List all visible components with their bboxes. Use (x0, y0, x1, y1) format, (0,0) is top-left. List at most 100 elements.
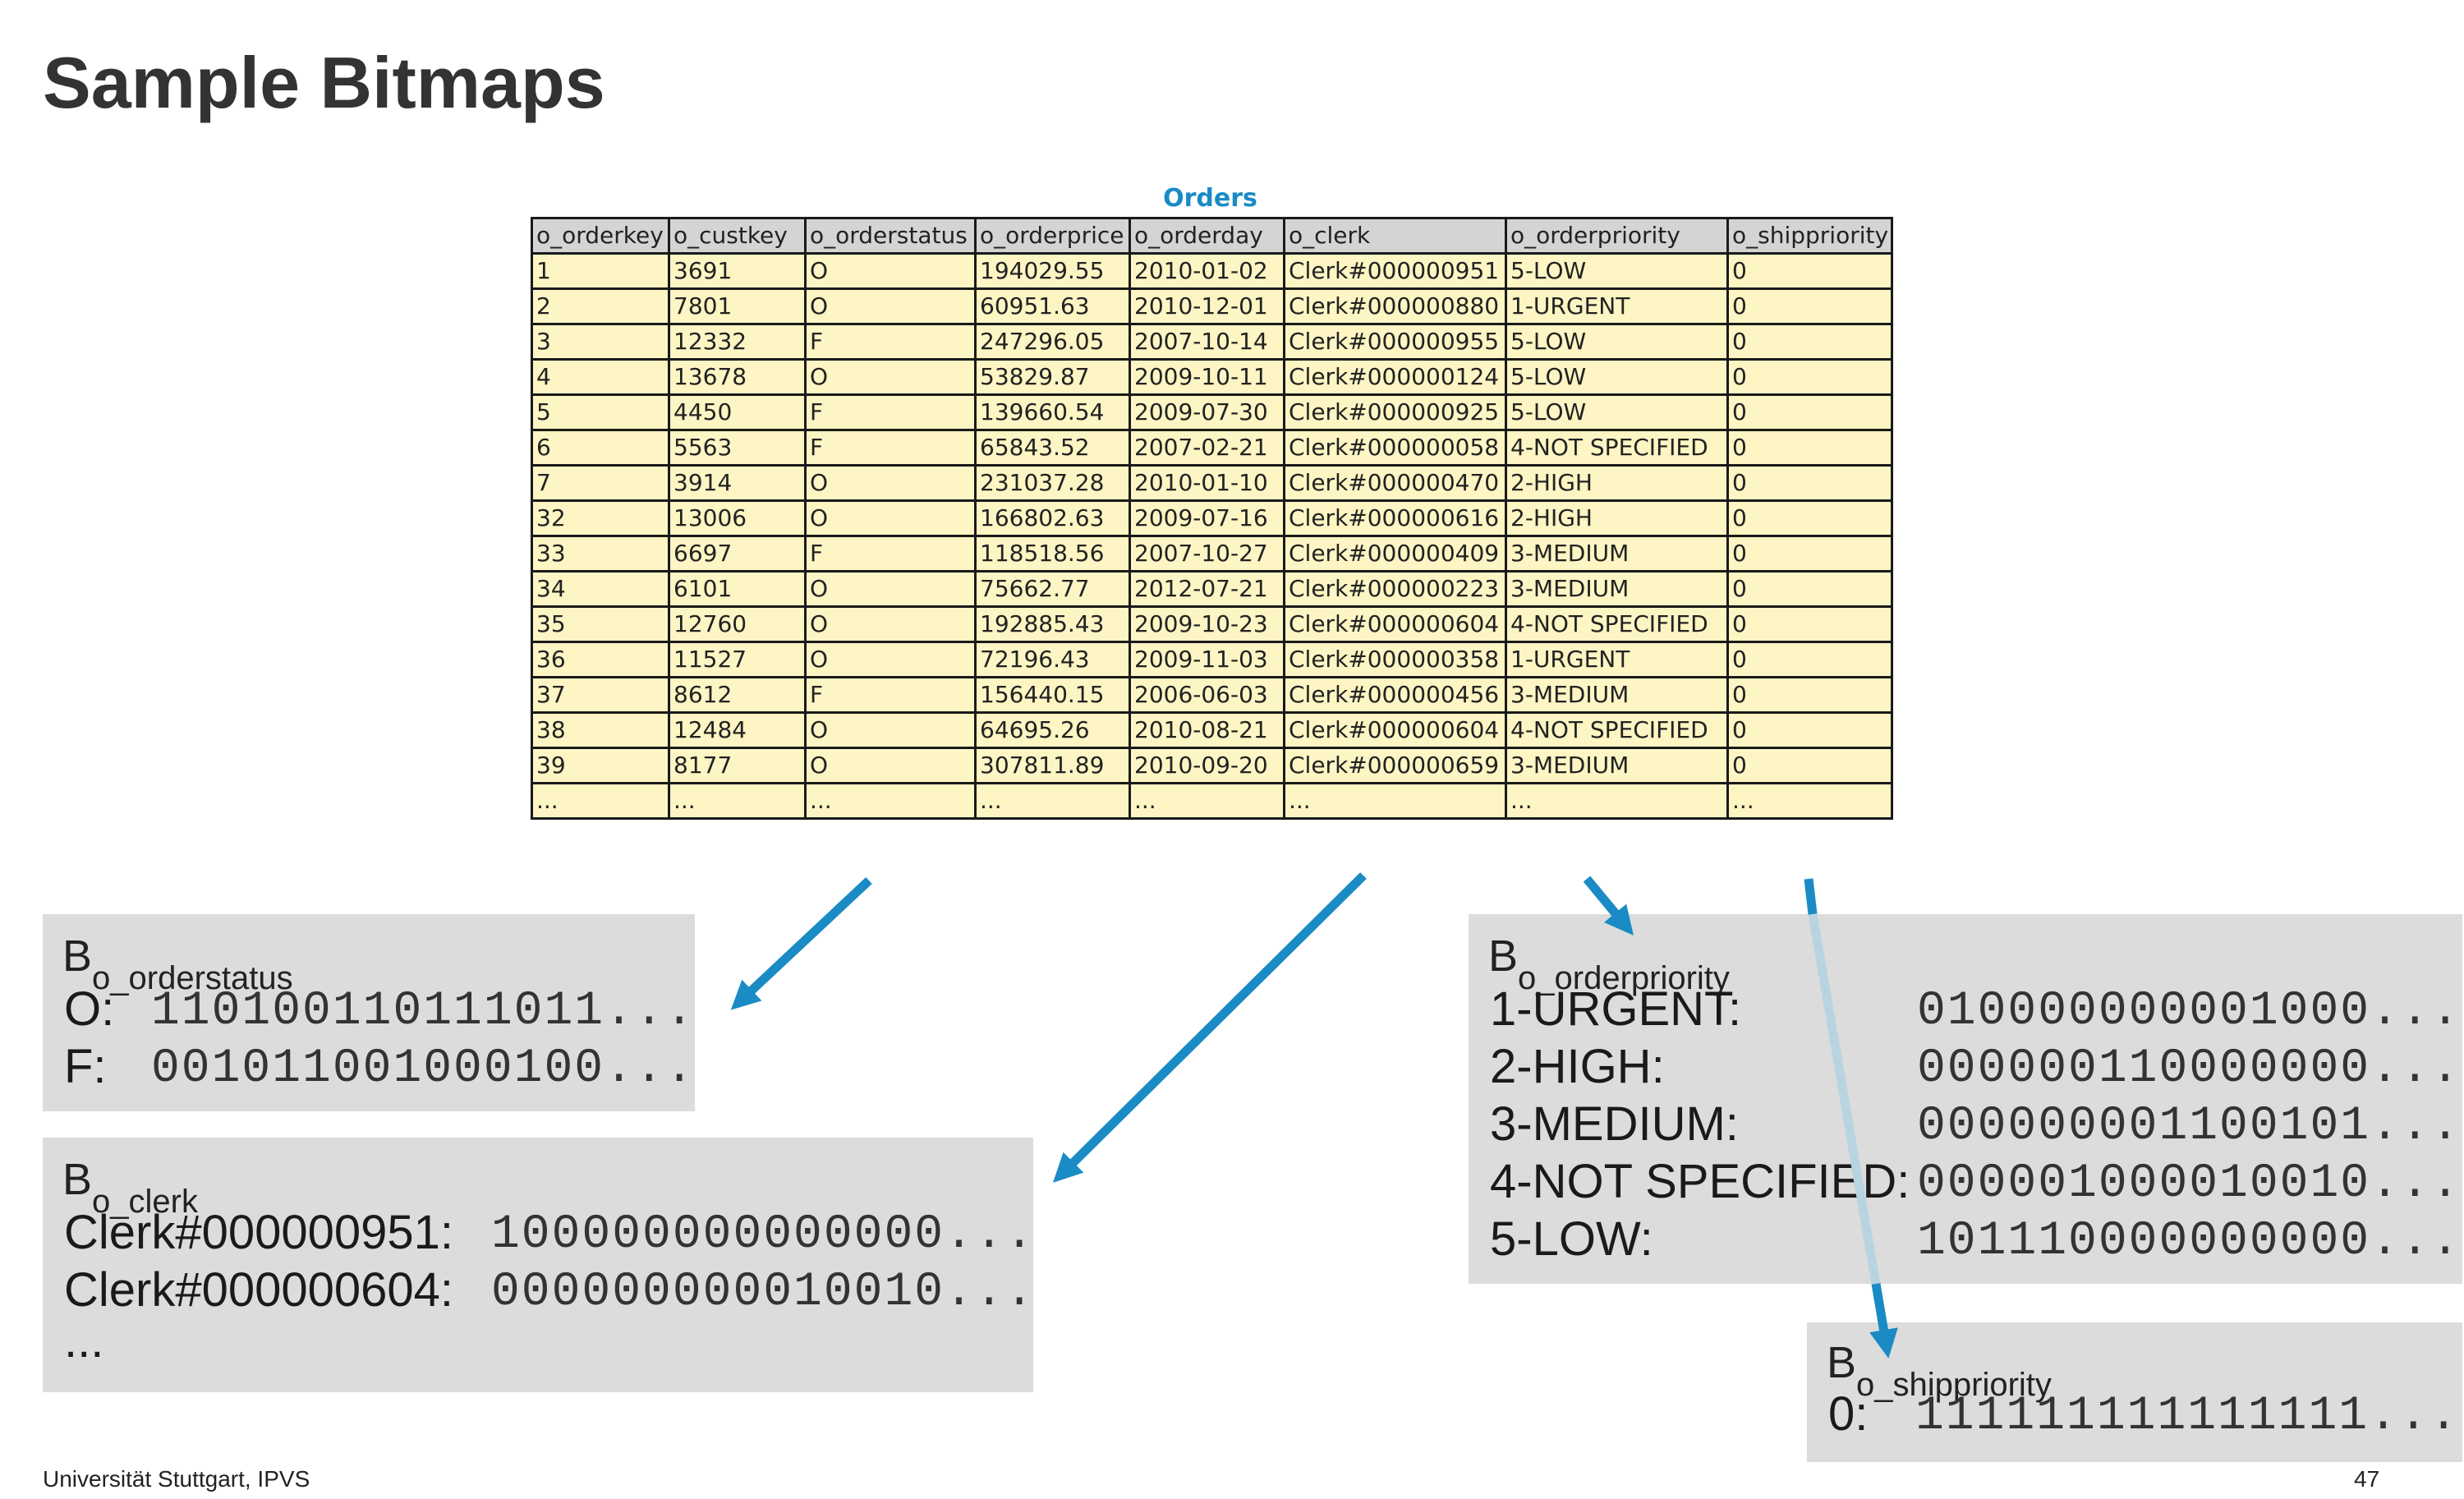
arrow-orderstatus (730, 876, 872, 1010)
table-cell: ... (804, 782, 977, 820)
table-cell: 7801 (668, 287, 807, 325)
table-cell: Clerk#000000470 (1283, 464, 1507, 502)
table-cell: 32 (531, 499, 670, 537)
table-cell: 2009-11-03 (1129, 641, 1285, 678)
table-cell: 0 (1726, 711, 1893, 749)
table-cell: 2009-10-11 (1129, 358, 1285, 396)
table-cell: 2007-10-27 (1129, 535, 1285, 572)
bitmap-label: F: (64, 1040, 107, 1093)
bitmap-bits: 100000000000000... (491, 1208, 1036, 1262)
table-cell: Clerk#000000616 (1283, 499, 1507, 537)
table-cell: 5 (531, 393, 670, 431)
table-cell: 35 (531, 605, 670, 643)
table-cell: 53829.87 (974, 358, 1131, 396)
table-cell: 192885.43 (974, 605, 1131, 643)
table-cell: 1-URGENT (1505, 287, 1729, 325)
table-cell: 0 (1726, 641, 1893, 678)
bitmap-label: 3-MEDIUM: (1490, 1097, 1739, 1151)
table-cell: 13006 (668, 499, 807, 537)
table-caption: Orders (1163, 184, 1257, 213)
table-cell: 3 (531, 323, 670, 361)
table-cell: O (804, 747, 977, 784)
bitmap-bits: 000000110000000... (1917, 1042, 2462, 1096)
table-cell: 5-LOW (1505, 323, 1729, 361)
table-cell: F (804, 535, 977, 572)
table-cell: 2006-06-03 (1129, 676, 1285, 714)
table-cell: 12760 (668, 605, 807, 643)
slide-title: Sample Bitmaps (43, 42, 605, 123)
table-cell: O (804, 570, 977, 608)
table-cell: 0 (1726, 499, 1893, 537)
table-cell: ... (1283, 782, 1507, 820)
table-cell: 247296.05 (974, 323, 1131, 361)
table-cell: Clerk#000000955 (1283, 323, 1507, 361)
table-cell: Clerk#000000604 (1283, 605, 1507, 643)
table-cell: 1-URGENT (1505, 641, 1729, 678)
table-cell: 2009-07-30 (1129, 393, 1285, 431)
table-cell: O (804, 464, 977, 502)
table-cell: 5563 (668, 429, 807, 467)
table-cell: 0 (1726, 252, 1893, 290)
bitmap-prefix: B (62, 1155, 93, 1204)
arrow-shippriority-lower (1869, 1283, 1898, 1359)
bitmap-label: 1-URGENT: (1490, 982, 1742, 1036)
table-cell: 2010-08-21 (1129, 711, 1285, 749)
page-number: 47 (2354, 1466, 2380, 1492)
table-cell: 4-NOT SPECIFIED (1505, 711, 1729, 749)
table-cell: ... (1505, 782, 1729, 820)
table-cell: 34 (531, 570, 670, 608)
column-header: o_custkey (668, 217, 807, 255)
bitmap-subscript: o_clerk (92, 1184, 198, 1220)
bitmap-title: Bo_orderstatus (62, 931, 293, 996)
table-cell: 3691 (668, 252, 807, 290)
table-cell: 3-MEDIUM (1505, 747, 1729, 784)
bitmap-bits: 000000001100101... (1917, 1100, 2462, 1153)
table-cell: 118518.56 (974, 535, 1131, 572)
bitmap-subscript: o_shippriority (1856, 1367, 2052, 1403)
table-cell: 2010-09-20 (1129, 747, 1285, 784)
table-cell: 0 (1726, 323, 1893, 361)
table-cell: 39 (531, 747, 670, 784)
table-cell: 3914 (668, 464, 807, 502)
table-cell: 0 (1726, 393, 1893, 431)
arrow-orderpriority (1583, 876, 1634, 936)
table-cell: Clerk#000000058 (1283, 429, 1507, 467)
table-cell: Clerk#000000659 (1283, 747, 1507, 784)
table-cell: Clerk#000000409 (1283, 535, 1507, 572)
table-cell: 156440.15 (974, 676, 1131, 714)
column-header: o_orderprice (974, 217, 1131, 255)
bitmap-bits: 101110000000000... (1917, 1215, 2462, 1268)
bitmap-label: Clerk#000000604: (64, 1263, 454, 1317)
table-cell: 2010-01-10 (1129, 464, 1285, 502)
table-cell: 38 (531, 711, 670, 749)
table-cell: Clerk#000000604 (1283, 711, 1507, 749)
table-cell: 72196.43 (974, 641, 1131, 678)
table-cell: F (804, 676, 977, 714)
bitmap-subscript: o_orderpriority (1518, 960, 1730, 996)
column-header: o_clerk (1283, 217, 1507, 255)
table-cell: F (804, 429, 977, 467)
bitmap-bits: 000000000010010... (491, 1266, 1036, 1319)
table-cell: 7 (531, 464, 670, 502)
table-cell: 13678 (668, 358, 807, 396)
table-cell: 3-MEDIUM (1505, 570, 1729, 608)
arrow-shippriority-upper (1804, 878, 1818, 915)
table-cell: 3-MEDIUM (1505, 535, 1729, 572)
table-cell: 6697 (668, 535, 807, 572)
table-cell: ... (668, 782, 807, 820)
bitmap-title: Bo_shippriority (1827, 1337, 2052, 1403)
table-cell: 5-LOW (1505, 393, 1729, 431)
table-cell: O (804, 499, 977, 537)
bitmap-prefix: B (1827, 1338, 1857, 1387)
table-cell: ... (974, 782, 1131, 820)
bitmap-clerk-box: Bo_clerk Clerk#000000951: 10000000000000… (43, 1138, 1036, 1392)
